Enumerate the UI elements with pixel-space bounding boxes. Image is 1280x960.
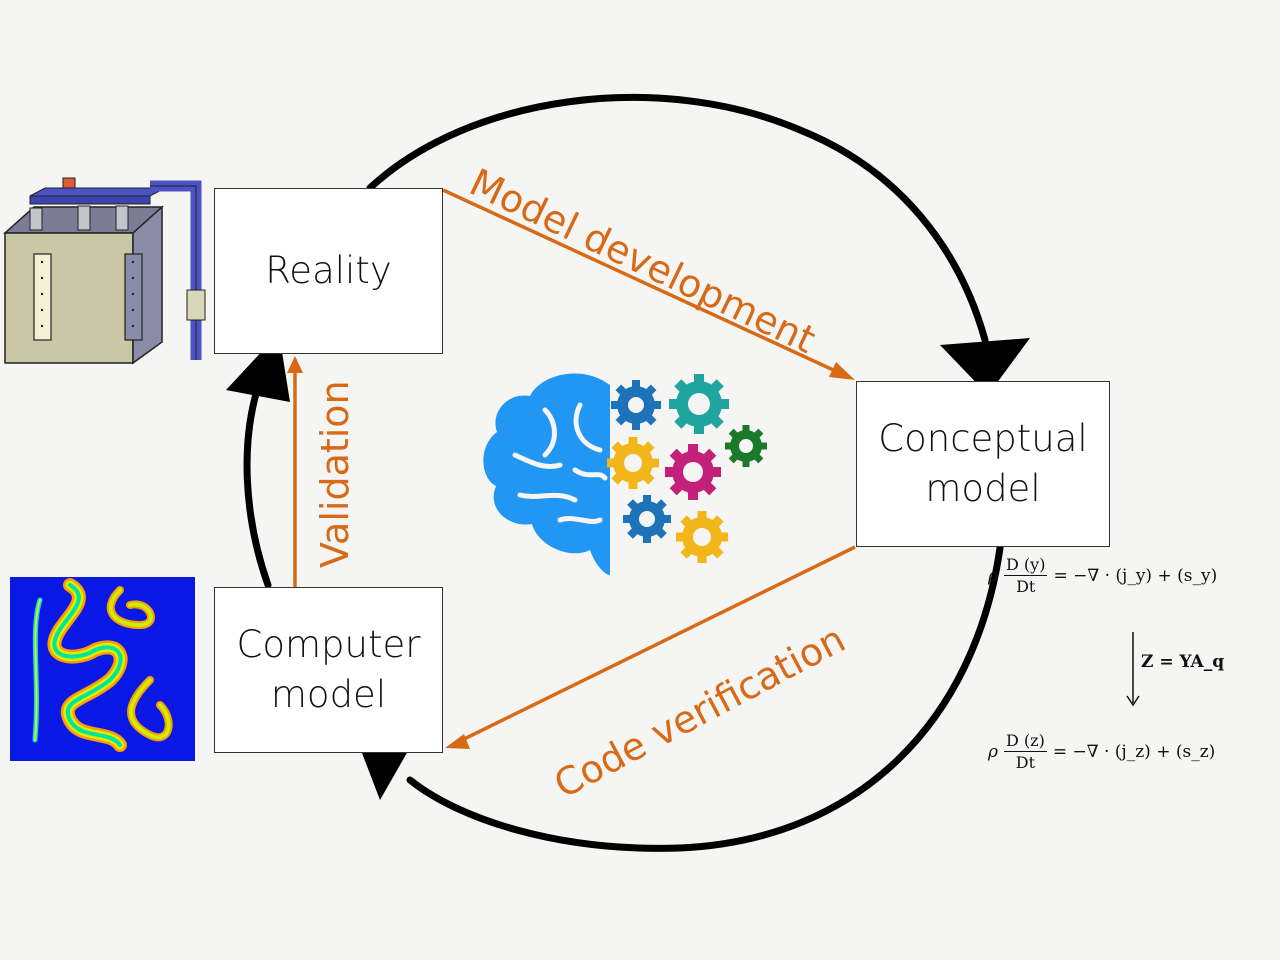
eq2-numerator: D (z) bbox=[1004, 731, 1047, 752]
eq2-rhs: = −∇ · (j_z) + (s_z) bbox=[1052, 741, 1216, 762]
gear-yellow-bottom bbox=[676, 511, 728, 563]
code-verification-arrowhead bbox=[445, 734, 470, 749]
conceptual-label-line2: model bbox=[925, 467, 1041, 510]
gear-blue-bottom bbox=[623, 495, 671, 543]
eq1-rho: ρ bbox=[988, 565, 998, 586]
cycle-arc-left bbox=[243, 371, 272, 589]
reality-label: Reality bbox=[265, 249, 392, 292]
cycle-arc-bottom bbox=[406, 544, 1004, 852]
code-verification-arrow bbox=[457, 545, 856, 744]
eq2-denominator: Dt bbox=[1015, 753, 1036, 772]
cycle-arrowhead-right bbox=[940, 338, 1030, 395]
gear-blue-top bbox=[611, 380, 661, 430]
validation-label: Validation bbox=[313, 380, 357, 568]
conceptual-model-box: Conceptual model bbox=[856, 381, 1110, 547]
eq1-rhs: = −∇ · (j_y) + (s_y) bbox=[1053, 565, 1218, 586]
process-arrows bbox=[287, 188, 856, 749]
eq1-denominator: Dt bbox=[1016, 577, 1036, 596]
eq1-fraction: D (y) Dt bbox=[1004, 555, 1048, 596]
mapping-arrow bbox=[1126, 632, 1140, 707]
conceptual-label-line1: Conceptual bbox=[878, 417, 1088, 460]
gear-magenta bbox=[665, 444, 721, 500]
model-development-arrow bbox=[442, 188, 843, 376]
validation-arrowhead bbox=[287, 356, 303, 373]
equation-z: ρ D (z) Dt = −∇ · (j_z) + (s_z) bbox=[988, 731, 1215, 772]
computer-model-box: Computer model bbox=[214, 587, 443, 753]
reactor-apparatus-icon bbox=[3, 177, 206, 365]
mapping-equation: Z = YA_q bbox=[1141, 652, 1225, 672]
eq2-fraction: D (z) Dt bbox=[1004, 731, 1047, 772]
gear-yellow-left bbox=[607, 437, 659, 489]
model-development-arrowhead bbox=[829, 362, 855, 380]
computer-label-line2: model bbox=[270, 673, 387, 716]
computer-label-line1: Computer bbox=[236, 623, 421, 666]
cycle-arrows bbox=[243, 93, 1004, 852]
eq1-numerator: D (y) bbox=[1004, 555, 1048, 576]
cycle-arc-top bbox=[366, 93, 989, 344]
gear-teal bbox=[669, 374, 729, 434]
eq2-rho: ρ bbox=[988, 741, 998, 762]
simulation-field-icon bbox=[10, 577, 195, 761]
equation-y: ρ D (y) Dt = −∇ · (j_y) + (s_y) bbox=[988, 555, 1217, 596]
reality-box: Reality bbox=[214, 188, 443, 354]
brain-gears-icon bbox=[483, 373, 767, 575]
gear-green bbox=[725, 425, 767, 467]
